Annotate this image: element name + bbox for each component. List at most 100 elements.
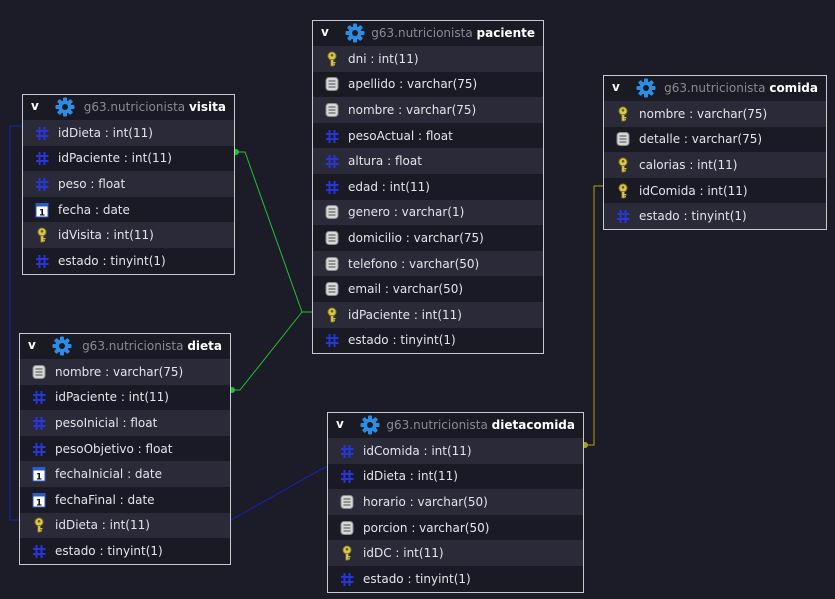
svg-text:1: 1 (36, 498, 42, 508)
column-row[interactable]: idDieta : int(11) (23, 120, 234, 146)
table-paciente[interactable]: v g63.nutricionista paciente dni : int(11)… (312, 20, 544, 355)
column-row[interactable]: estado : tinyint(1) (23, 248, 234, 274)
key-icon (615, 157, 631, 173)
column-label: idComida : int(11) (639, 183, 748, 198)
relation-dietacomida-dieta (230, 465, 329, 521)
column-row[interactable]: idVisita : int(11) (23, 222, 234, 248)
gear-icon (52, 336, 72, 359)
column-label: idVisita : int(11) (58, 228, 154, 243)
column-row[interactable]: calorias : int(11) (604, 152, 826, 178)
column-row[interactable]: estado : tinyint(1) (328, 566, 583, 592)
hash-icon (324, 153, 340, 169)
column-label: idDieta : int(11) (363, 469, 458, 484)
column-row[interactable]: telefono : varchar(50) (313, 250, 543, 277)
column-row[interactable]: estado : tinyint(1) (20, 538, 230, 564)
column-label: horario : varchar(50) (363, 494, 488, 509)
gear-icon (345, 23, 365, 46)
column-label: pesoObjetivo : float (55, 441, 173, 456)
table-dietacomida[interactable]: v g63.nutricionista dietacomida idComida :… (327, 412, 584, 593)
column-row[interactable]: nombre : varchar(75) (20, 359, 230, 385)
text-icon (324, 256, 340, 272)
table-header[interactable]: v g63.nutricionista dietacomida (328, 413, 583, 438)
collapse-toggle[interactable]: v (336, 417, 344, 431)
column-row[interactable]: idPaciente : int(11) (20, 385, 230, 411)
hash-icon (34, 150, 50, 166)
hash-icon (31, 441, 47, 457)
hash-icon (339, 571, 355, 587)
column-row[interactable]: dni : int(11) (313, 46, 543, 72)
collapse-toggle[interactable]: v (28, 338, 36, 352)
column-row[interactable]: horario : varchar(50) (328, 489, 583, 515)
column-row[interactable]: 1 fecha : date (23, 197, 234, 223)
table-header[interactable]: v g63.nutricionista dieta (20, 334, 230, 359)
column-row[interactable]: pesoActual : float (313, 123, 543, 149)
svg-text:1: 1 (36, 473, 42, 483)
column-row[interactable]: idDieta : int(11) (328, 464, 583, 490)
hash-icon (324, 332, 340, 348)
table-title: g63.nutricionista dietacomida (386, 418, 575, 432)
column-row[interactable]: idPaciente : int(11) (23, 146, 234, 172)
column-label: estado : tinyint(1) (363, 571, 471, 586)
hash-icon (34, 125, 50, 141)
gear-icon (55, 97, 75, 120)
table-name: dieta (187, 339, 222, 353)
column-row[interactable]: email : varchar(50) (313, 276, 543, 302)
hash-icon (34, 253, 50, 269)
column-label: idPaciente : int(11) (55, 390, 169, 405)
text-icon (31, 364, 47, 380)
hash-icon (615, 208, 631, 224)
table-name: visita (188, 100, 226, 114)
column-row[interactable]: nombre : varchar(75) (604, 101, 826, 127)
column-row[interactable]: altura : float (313, 148, 543, 174)
column-row[interactable]: edad : int(11) (313, 174, 543, 200)
column-label: estado : tinyint(1) (348, 333, 456, 348)
column-row[interactable]: apellido : varchar(75) (313, 72, 543, 98)
column-row[interactable]: peso : float (23, 171, 234, 197)
text-icon (324, 204, 340, 220)
collapse-toggle[interactable]: v (31, 99, 39, 113)
column-label: genero : varchar(1) (348, 205, 465, 220)
hash-icon (339, 443, 355, 459)
column-row[interactable]: estado : tinyint(1) (604, 203, 826, 229)
column-label: apellido : varchar(75) (348, 77, 478, 92)
table-dieta[interactable]: v g63.nutricionista dieta nombre : varchar… (19, 333, 231, 565)
column-row[interactable]: idDC : int(11) (328, 540, 583, 566)
column-row[interactable]: porcion : varchar(50) (328, 515, 583, 541)
table-title: g63.nutricionista paciente (371, 26, 535, 40)
column-label: idComida : int(11) (363, 443, 472, 458)
column-row[interactable]: pesoInicial : float (20, 410, 230, 436)
column-row[interactable]: nombre : varchar(75) (313, 97, 543, 123)
collapse-toggle[interactable]: v (321, 25, 329, 39)
column-label: estado : tinyint(1) (639, 209, 747, 224)
column-label: nombre : varchar(75) (55, 364, 184, 379)
collapse-toggle[interactable]: v (612, 80, 620, 94)
column-row[interactable]: domicilio : varchar(75) (313, 225, 543, 251)
column-row[interactable]: pesoObjetivo : float (20, 436, 230, 462)
calendar-icon: 1 (34, 202, 50, 218)
table-header[interactable]: v g63.nutricionista paciente (313, 21, 543, 46)
column-row[interactable]: idComida : int(11) (604, 178, 826, 204)
hash-icon (31, 389, 47, 405)
column-row[interactable]: estado : tinyint(1) (313, 328, 543, 354)
column-row[interactable]: idPaciente : int(11) (313, 301, 543, 328)
column-row[interactable]: genero : varchar(1) (313, 199, 543, 226)
table-title: g63.nutricionista dieta (82, 339, 222, 353)
gear-icon (360, 415, 380, 438)
column-label: email : varchar(50) (348, 282, 464, 297)
text-icon (324, 281, 340, 297)
hash-icon (324, 128, 340, 144)
column-label: fecha : date (58, 202, 130, 217)
column-row[interactable]: detalle : varchar(75) (604, 127, 826, 153)
hash-icon (31, 415, 47, 431)
schema-name: g63.nutricionista (371, 26, 473, 40)
column-row[interactable]: idComida : int(11) (328, 438, 583, 464)
column-row[interactable]: idDieta : int(11) (20, 512, 230, 539)
column-label: idDieta : int(11) (55, 518, 150, 533)
column-label: nombre : varchar(75) (348, 102, 477, 117)
